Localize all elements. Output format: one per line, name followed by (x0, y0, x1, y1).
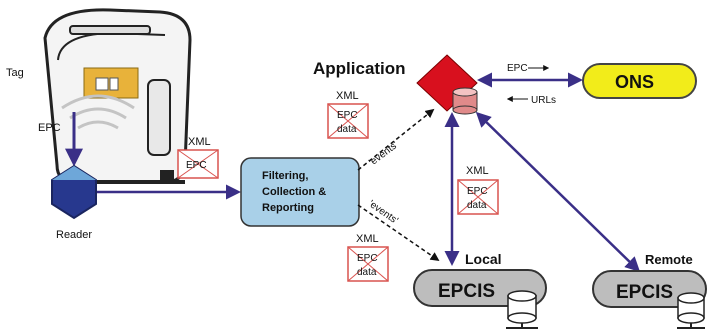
ons-box (582, 63, 697, 99)
xml-document-icon: XML EPC data (347, 233, 389, 282)
epc-tag-label: EPC (38, 122, 61, 134)
application-label: Application (313, 59, 406, 78)
filtering-line-1: Filtering, (262, 170, 308, 182)
urls-label: URLs (531, 95, 556, 106)
xml-document-icon: XML EPC data (457, 165, 499, 215)
events-upper-label: 'events' (367, 140, 400, 169)
events-to-app-arrow (357, 108, 435, 171)
app-remote-epcis-link (475, 111, 641, 273)
database-cylinder-icon (452, 87, 478, 115)
svg-text:XML: XML (188, 136, 211, 148)
svg-text:data: data (357, 267, 377, 278)
remote-epcis-label: EPCIS (616, 282, 673, 303)
svg-text:EPC: EPC (467, 186, 488, 197)
events-to-local-arrow (357, 204, 440, 262)
local-label: Local (465, 251, 502, 267)
svg-text:XML: XML (466, 165, 489, 177)
svg-text:XML: XML (356, 233, 379, 245)
tag-label: Tag (6, 67, 24, 79)
svg-text:data: data (467, 200, 487, 211)
svg-text:EPC: EPC (337, 110, 358, 121)
svg-text:XML: XML (336, 90, 359, 102)
xml-document-icon: XML EPC data (327, 90, 369, 139)
filtering-line-3: Reporting (262, 202, 314, 214)
ons-label: ONS (615, 72, 654, 92)
filtering-box (240, 157, 360, 227)
svg-text:data: data (337, 124, 357, 135)
xml-document-icon: XML EPC (177, 136, 219, 179)
svg-text:EPC: EPC (186, 160, 207, 171)
database-cylinder-icon (506, 290, 538, 329)
svg-text:EPC: EPC (357, 253, 378, 264)
database-cylinder-icon (677, 292, 705, 329)
filtering-line-2: Collection & (262, 186, 326, 198)
remote-label: Remote (645, 252, 693, 267)
local-epcis-label: EPCIS (438, 281, 495, 302)
hexagon-reader-icon (51, 164, 97, 220)
reader-label: Reader (56, 229, 92, 241)
epc-to-ons-label: EPC (507, 63, 528, 74)
